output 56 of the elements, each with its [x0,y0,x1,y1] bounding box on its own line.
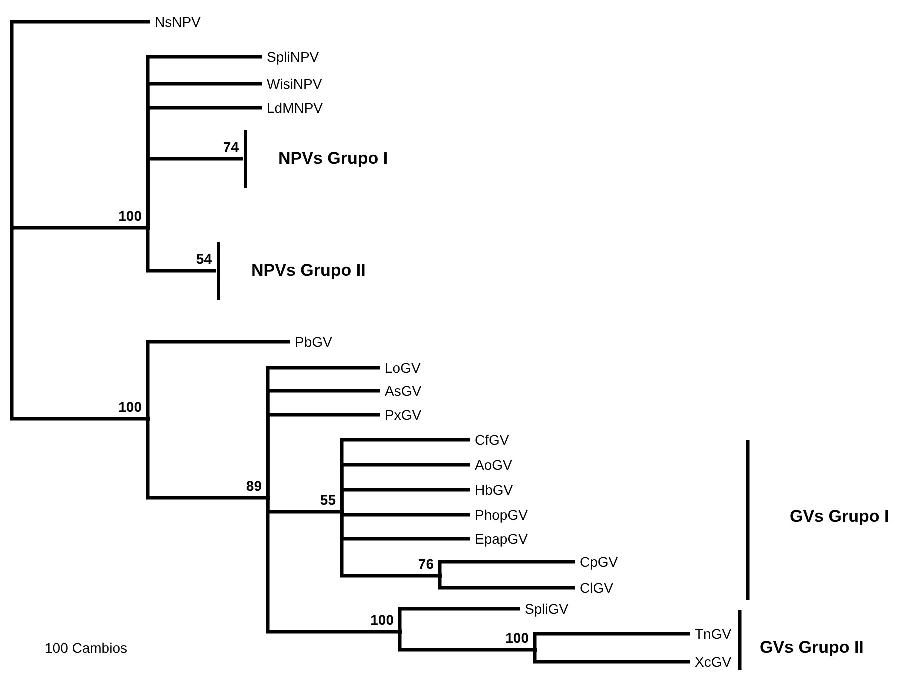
taxon-label: SpliNPV [262,49,320,65]
taxon-label: AsGV [380,383,422,399]
bootstrap-value: 100 [370,613,394,628]
bootstrap-value: 54 [196,252,212,267]
taxon-label: ClGV [575,580,614,596]
branch-line [146,421,266,500]
branch-line [146,340,290,417]
branch-point [340,510,344,514]
taxon-label: XcGV [690,654,732,670]
branch-point [146,417,150,421]
branch-line [146,230,216,273]
collapsed-clade: NPVs Grupo II [216,242,366,300]
branch-line [533,632,690,648]
branch-line [398,634,533,652]
taxon-label: WisiNPV [262,76,322,92]
bootstrap-value: 76 [418,557,434,572]
taxon-label: EpapGV [470,531,528,547]
bootstrap-value: 55 [320,493,336,508]
clade-label: GVs Grupo II [760,638,864,658]
branch-point [146,226,150,230]
branch-line [10,20,150,226]
branch-point [398,630,402,634]
bootstrap-value: 100 [118,209,142,224]
bootstrap-value: 74 [223,140,239,155]
taxon-label: LdMNPV [262,100,324,116]
branch-line [438,578,575,590]
taxon-label: CpGV [575,554,618,570]
taxon-label: AoGV [470,457,512,473]
branch-line [398,607,520,630]
branch-line [340,488,470,510]
bootstrap-value: 89 [246,479,262,494]
bootstrap-value: 100 [118,400,142,415]
taxon-label: CfGV [470,432,510,448]
branch-point [438,574,442,578]
bootstrap-value: 100 [506,631,529,646]
branch-line [146,157,244,226]
taxon-label: PbGV [290,334,332,350]
collapsed-clade: NPVs Grupo I [244,130,388,188]
taxon-label: HbGV [470,482,514,498]
taxon-label: LoGV [380,360,421,376]
branch-line [438,560,575,574]
taxon-label: TnGV [690,626,732,642]
branch-point [10,226,14,230]
branch-point [533,648,537,652]
branch-point [266,496,270,500]
taxon-label: SpliGV [520,601,569,617]
scale-label: 100 Cambios [45,639,128,658]
taxon-label: PhopGV [470,507,528,523]
branch-line [533,652,690,664]
taxon-label: NsNPV [150,14,201,30]
branch-line [10,230,146,421]
branch-line [340,514,438,578]
taxon-label: PxGV [380,407,422,423]
branch-line [266,500,398,634]
clade-label: GVs Grupo I [790,507,890,527]
branch-line [266,413,380,496]
